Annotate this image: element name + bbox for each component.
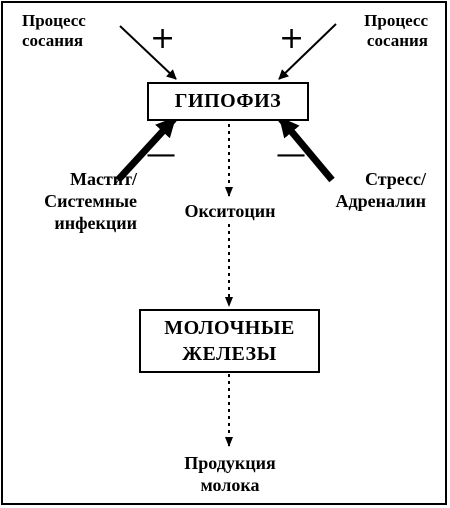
arrow-stress-to-pituitary <box>278 116 335 183</box>
plus-sign-left: + <box>150 21 176 56</box>
pituitary-label: ГИПОФИЗ <box>174 90 282 112</box>
milk-production-line-1: Продукция <box>184 453 276 473</box>
suckling-right-line-2: сосания <box>366 31 428 50</box>
minus-sign-right: — <box>276 137 306 172</box>
arrow-mastitis-to-pituitary <box>115 116 177 183</box>
stress-line-1: Стресс/ <box>364 169 426 189</box>
suckling-left-line-2: сосания <box>22 31 84 50</box>
mastitis-line-3: инфекции <box>54 213 137 233</box>
plus-sign-right: + <box>279 21 305 56</box>
suckling-left-line-1: Процесс <box>22 11 86 30</box>
suckling-left-label: Процесс сосания <box>22 11 86 51</box>
mammary-glands-line-1: МОЛОЧНЫЕ <box>164 317 295 339</box>
pituitary-box: ГИПОФИЗ <box>147 82 309 121</box>
arrow-suckling-left-to-pituitary <box>119 25 177 80</box>
milk-production-line-2: молока <box>200 475 260 495</box>
mammary-glands-box: МОЛОЧНЫЕ ЖЕЛЕЗЫ <box>139 309 320 373</box>
suckling-right-label: Процесс сосания <box>364 11 428 51</box>
oxytocin-text: Окситоцин <box>184 201 276 221</box>
mastitis-line-2: Системные <box>44 191 137 211</box>
minus-sign-left: — <box>146 137 176 172</box>
oxytocin-label: Окситоцин <box>160 201 300 221</box>
stress-label: Стресс/ Адреналин <box>336 168 426 212</box>
suckling-right-line-1: Процесс <box>364 11 428 30</box>
arrow-suckling-right-to-pituitary <box>278 23 337 80</box>
milk-production-label: Продукция молока <box>150 452 310 496</box>
stress-line-2: Адреналин <box>335 191 426 211</box>
mastitis-line-1: Мастит/ <box>69 169 137 189</box>
mastitis-label: Мастит/ Системные инфекции <box>44 168 137 234</box>
mammary-glands-line-2: ЖЕЛЕЗЫ <box>182 343 277 365</box>
